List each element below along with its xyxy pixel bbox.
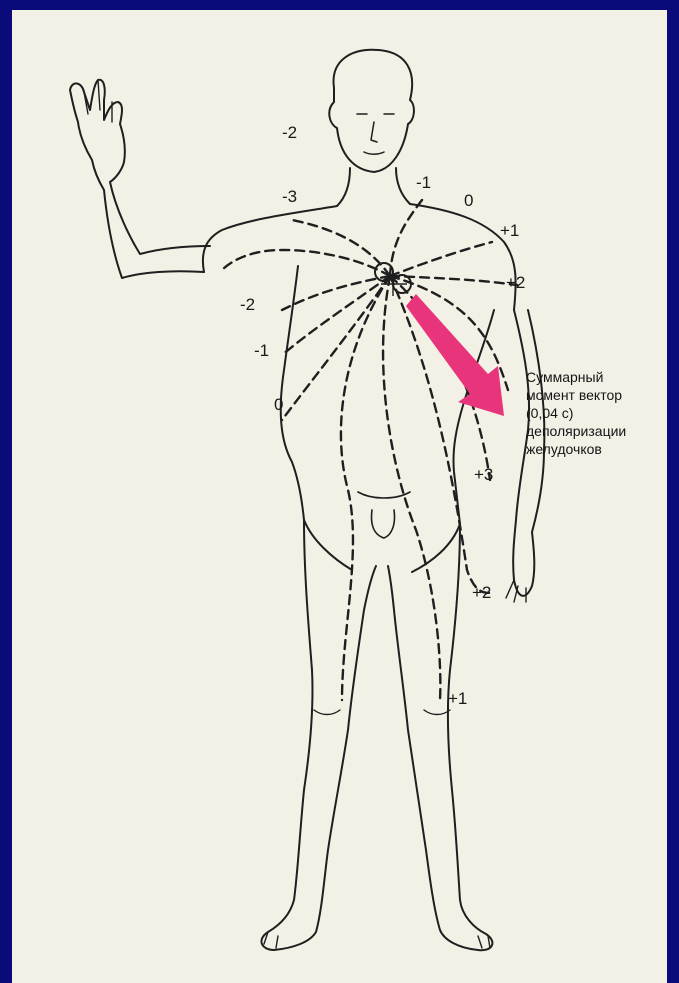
isopotential-lines xyxy=(222,200,517,700)
vector-caption: Суммарный момент вектор (0,04 с) деполяр… xyxy=(526,368,666,458)
groin xyxy=(358,492,410,538)
label-plus1-top: +1 xyxy=(500,221,519,240)
label-minus3: -3 xyxy=(282,187,297,206)
caption-line: Суммарный xyxy=(526,368,666,386)
label-plus1-bottom: +1 xyxy=(448,689,467,708)
ecg-body-surface-diagram: -2 -3 -1 0 +1 +2 -2 -1 0 +3 +2 +1 xyxy=(12,10,667,983)
figure-frame: -2 -3 -1 0 +1 +2 -2 -1 0 +3 +2 +1 Суммар… xyxy=(12,10,667,983)
label-plus2-bottom: +2 xyxy=(472,583,491,602)
caption-line: желудочков xyxy=(526,440,666,458)
label-minus2-top: -2 xyxy=(282,123,297,142)
caption-line: (0,04 с) xyxy=(526,404,666,422)
label-zero-left: 0 xyxy=(274,395,283,414)
label-minus1-top: -1 xyxy=(416,173,431,192)
label-zero-top: 0 xyxy=(464,191,473,210)
body-outline xyxy=(70,50,544,950)
label-plus2-top: +2 xyxy=(506,273,525,292)
torso-right xyxy=(410,204,516,310)
neck xyxy=(337,168,410,206)
potential-labels: -2 -3 -1 0 +1 +2 -2 -1 0 +3 +2 +1 xyxy=(240,123,525,708)
torso-left xyxy=(203,206,337,272)
caption-line: деполяризации xyxy=(526,422,666,440)
raised-arm xyxy=(70,80,210,278)
label-minus2-left: -2 xyxy=(240,295,255,314)
torso-left-side xyxy=(281,266,304,520)
label-plus3: +3 xyxy=(474,465,493,484)
label-minus1-left: -1 xyxy=(254,341,269,360)
pelvis xyxy=(304,520,460,572)
right-leg xyxy=(261,520,376,950)
caption-line: момент вектор xyxy=(526,386,666,404)
